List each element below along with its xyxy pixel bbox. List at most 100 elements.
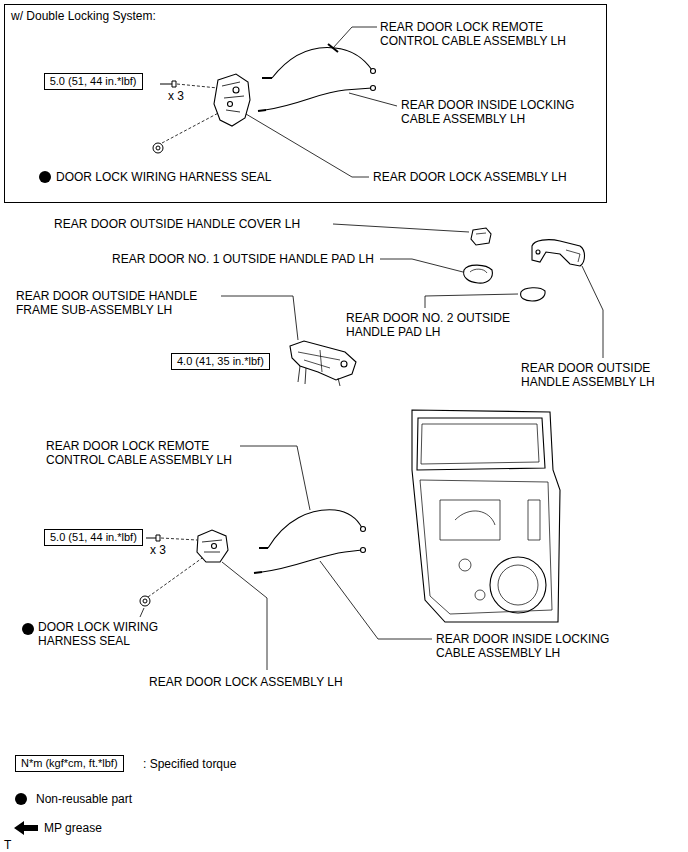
part-name: REAR DOOR INSIDE LOCKING CABLE ASSEMBLY … [436,632,636,660]
legend-text: : Specified torque [143,757,236,771]
legend-sample-box: N*m (kgf*cm, ft.*lbf) [15,755,124,772]
part-name: REAR DOOR NO. 1 OUTSIDE HANDLE PAD LH [112,252,374,266]
leader-line [246,27,397,177]
legend-text: Non-reusable part [36,792,132,806]
inside-locking-cable [265,88,372,110]
non-reusable-mark [39,171,51,183]
inside-locking-cable [262,550,362,572]
outside-handle-pad [464,265,493,283]
remote-control-cable [268,510,362,548]
wiring-harness-seal [140,596,150,606]
non-reusable-symbol [15,793,27,805]
rear-door-panel [528,500,540,540]
leader-line [221,296,298,340]
torque-value: 5.0 (51, 44 in.*lbf) [50,531,137,544]
rear-door-panel [490,557,546,613]
figure-code: T [4,838,11,852]
torque-value: 4.0 (41, 35 in.*lbf) [177,355,264,368]
rear-door-panel [440,500,500,540]
leader-line [240,446,310,510]
leader-line [222,562,267,670]
torque-value: N*m (kgf*cm, ft.*lbf) [21,757,118,770]
remote-control-cable [361,527,366,532]
rear-door-panel [417,418,545,470]
outside-handle-frame [298,350,340,372]
outside-handle-frame [298,366,340,386]
outside-handle-frame [290,341,356,386]
door-lock-assembly [197,530,228,562]
quantity-note: x 3 [150,543,166,557]
legend-text: MP grease [44,821,102,835]
part-name: REAR DOOR LOCK REMOTE CONTROL CABLE ASSE… [46,439,246,467]
wiring-harness-seal [153,143,163,153]
leader-line [582,266,603,358]
part-name: DOOR LOCK WIRING HARNESS SEAL [56,170,271,184]
torque-box: 5.0 (51, 44 in.*lbf) [44,529,143,546]
grease-arrow-symbol [14,821,38,835]
grease-arrow-symbol [14,821,38,835]
door-lock-assembly [214,74,250,126]
rear-door-panel [498,565,538,605]
remote-control-cable [371,69,376,74]
wiring-harness-seal [140,596,150,606]
remote-control-cable [272,47,372,78]
leader-line [349,93,397,106]
inside-locking-cable [371,86,376,91]
outside-handle-cover [476,233,486,234]
part-name: REAR DOOR OUTSIDE HANDLE COVER LH [54,217,300,231]
non-reusable-mark [22,623,34,635]
rear-door-panel [420,480,552,614]
outside-handle-assembly [536,250,540,254]
outside-handle-pad [464,265,493,283]
part-name: REAR DOOR LOCK ASSEMBLY LH [149,675,343,689]
screw [160,81,176,87]
inside-locking-cable [254,572,262,573]
part-name: REAR DOOR INSIDE LOCKING CABLE ASSEMBLY … [401,98,601,126]
door-lock-assembly [222,82,244,112]
wiring-harness-seal [153,143,163,153]
outside-handle-cover [471,228,491,245]
door-lock-assembly [197,530,228,562]
outside-handle-frame [290,341,356,380]
leader-line [333,224,469,232]
screw [146,535,160,541]
part-name: REAR DOOR OUTSIDE HANDLE ASSEMBLY LH [521,361,671,389]
outside-handle-assembly [532,240,585,266]
dashed-guide [161,538,197,540]
wiring-harness-seal [143,599,147,603]
inside-locking-cable [258,110,266,111]
leader-line [221,224,603,358]
door-lock-assembly [202,540,222,552]
outside-handle-cover [471,228,491,245]
part-name: DOOR LOCK WIRING HARNESS SEAL [38,620,173,648]
dashed-guide [177,84,218,88]
part-name: REAR DOOR LOCK ASSEMBLY LH [373,170,567,184]
torque-box: 5.0 (51, 44 in.*lbf) [44,73,143,90]
leader-line [425,294,518,308]
remote-control-cable [259,510,366,548]
leader-line [333,27,377,48]
frame-heading: w/ Double Locking System: [11,9,156,23]
leader-line [140,608,144,617]
leader-line [140,446,432,670]
outside-handle-frame [341,361,347,367]
remote-control-cable [262,44,376,78]
torque-box: 4.0 (41, 35 in.*lbf) [171,353,270,370]
rear-door-panel [475,590,485,600]
rear-door-panel [412,410,560,622]
inside-locking-cable [258,86,376,112]
rear-door-panel [459,559,471,571]
leader-line [246,114,369,177]
rear-door-panel [412,410,560,622]
non-reusable-symbol [15,793,27,805]
remote-control-cable [259,547,268,549]
part-name: REAR DOOR NO. 2 OUTSIDE HANDLE PAD LH [346,311,526,339]
outside-handle-assembly [566,250,580,262]
inside-locking-cable [361,548,366,553]
quantity-note: x 3 [168,89,184,103]
rear-door-panel [421,424,539,464]
non-reusable-mark [22,623,34,635]
part-name: REAR DOOR OUTSIDE HANDLE FRAME SUB-ASSEM… [16,289,216,317]
